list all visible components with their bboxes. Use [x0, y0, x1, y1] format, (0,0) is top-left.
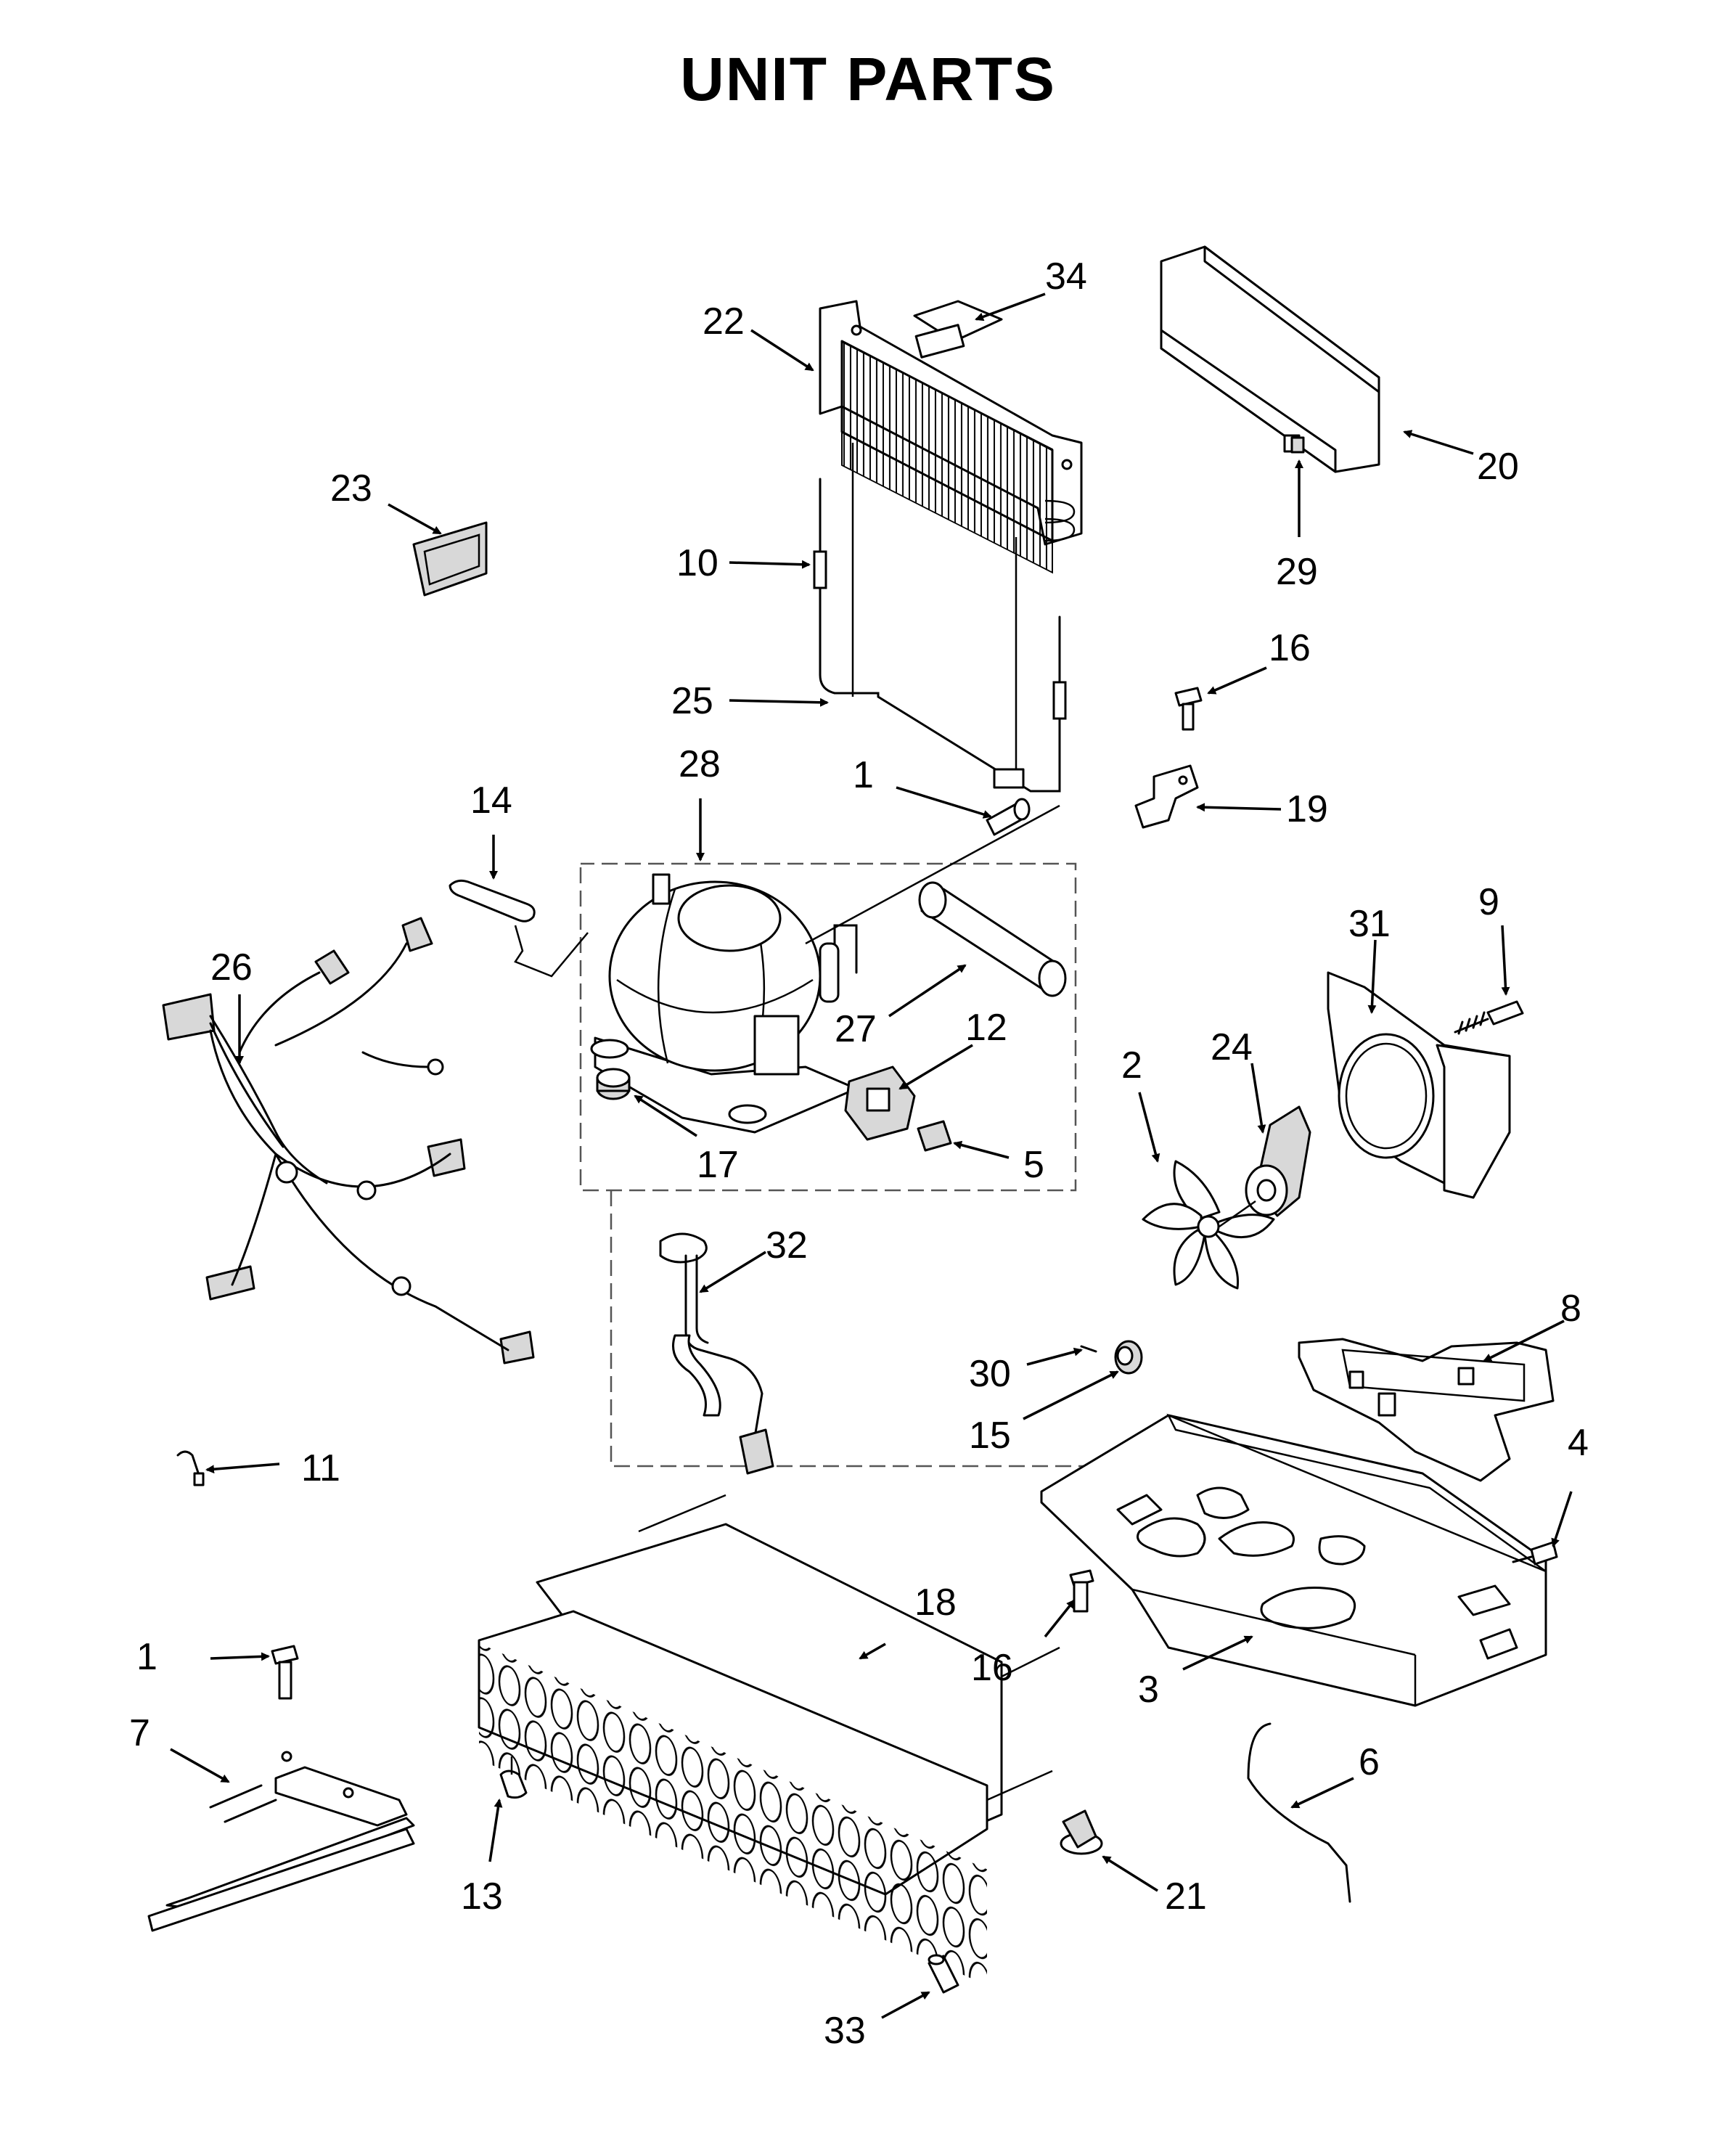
overload-cap: [917, 1120, 952, 1152]
callout-31: 31: [1348, 903, 1391, 945]
strap: [449, 879, 589, 978]
condenser-tubing: [813, 443, 1067, 793]
callouts: 34 22 20 29 23 10 25 16 19 28 1 14 9 31 …: [129, 255, 1589, 2052]
callout-30: 30: [969, 1353, 1011, 1395]
callout-5: 5: [1023, 1144, 1044, 1186]
callout-9: 9: [1478, 881, 1499, 923]
isolator-grommet: [1114, 1340, 1143, 1375]
grommet: [596, 1068, 631, 1100]
callout-8: 8: [1560, 1288, 1581, 1330]
machine-compartment-cover: [1160, 245, 1380, 473]
callout-34: 34: [1045, 255, 1087, 298]
callout-20: 20: [1477, 446, 1519, 488]
callout-24: 24: [1211, 1026, 1253, 1068]
control-board: [412, 521, 488, 597]
wire-bracket: [1247, 1722, 1351, 1903]
callout-28: 28: [679, 743, 721, 785]
callout-29: 29: [1276, 551, 1318, 593]
callout-10: 10: [676, 542, 718, 584]
callout-2: 2: [1121, 1044, 1142, 1087]
screw-lower: [1069, 1569, 1094, 1613]
callout-13: 13: [461, 1875, 503, 1918]
condenser-fan-motor: [1245, 1105, 1311, 1217]
callout-1-bottom: 1: [136, 1636, 157, 1678]
callout-7: 7: [129, 1712, 150, 1754]
callout-11: 11: [301, 1447, 340, 1489]
condenser-label: [914, 324, 965, 359]
callout-14: 14: [470, 780, 512, 822]
start-relay: [844, 1065, 916, 1141]
screw-upper: [1174, 687, 1203, 731]
tube-connector: [928, 1954, 959, 1994]
callout-26: 26: [210, 946, 253, 989]
callout-32: 32: [766, 1224, 808, 1267]
callout-4: 4: [1568, 1422, 1589, 1464]
fan-bracket: [1298, 1338, 1555, 1482]
compressor-group-outline: [579, 862, 1077, 1192]
fan-shroud: [1327, 971, 1511, 1199]
callout-3: 3: [1138, 1669, 1159, 1711]
base-screw: [1512, 1541, 1558, 1566]
wire-harness: [162, 917, 535, 1365]
callout-23: 23: [330, 467, 372, 510]
process-fitting: [986, 798, 1031, 836]
callout-12: 12: [965, 1007, 1007, 1049]
callout-22: 22: [703, 300, 745, 343]
evaporator: [478, 1494, 1060, 1986]
evaporator-clip: [499, 1756, 528, 1799]
page-title: UNIT PARTS: [680, 45, 1056, 113]
callout-33: 33: [824, 2010, 866, 2052]
base-pan: [1040, 1413, 1547, 1707]
drain-tube: [659, 1232, 774, 1475]
condensate-group-outline: [610, 1190, 1154, 1468]
compressor: [590, 804, 1060, 1134]
callout-1-top: 1: [853, 754, 874, 796]
shroud-screw: [1454, 1000, 1524, 1035]
jumper-wire: [176, 1450, 205, 1486]
callout-19: 19: [1286, 788, 1328, 830]
cover-clip: [1290, 436, 1305, 454]
condenser: [819, 300, 1083, 574]
callout-25: 25: [671, 680, 713, 722]
heater-screw: [271, 1645, 299, 1700]
fan-blade: [1142, 1160, 1275, 1290]
filter-drier: [918, 881, 1067, 997]
callout-17: 17: [697, 1144, 739, 1186]
callout-21: 21: [1165, 1875, 1207, 1918]
callout-27: 27: [835, 1008, 877, 1050]
bracket: [1134, 764, 1199, 829]
callout-6: 6: [1359, 1741, 1380, 1783]
pin: [1080, 1345, 1097, 1353]
defrost-heater: [147, 1751, 415, 1932]
defrost-terminator: [1060, 1809, 1103, 1855]
callout-16-upper: 16: [1269, 627, 1311, 669]
callout-18: 18: [914, 1582, 957, 1624]
callout-16-lower: 16: [971, 1647, 1013, 1689]
callout-15: 15: [969, 1415, 1011, 1457]
